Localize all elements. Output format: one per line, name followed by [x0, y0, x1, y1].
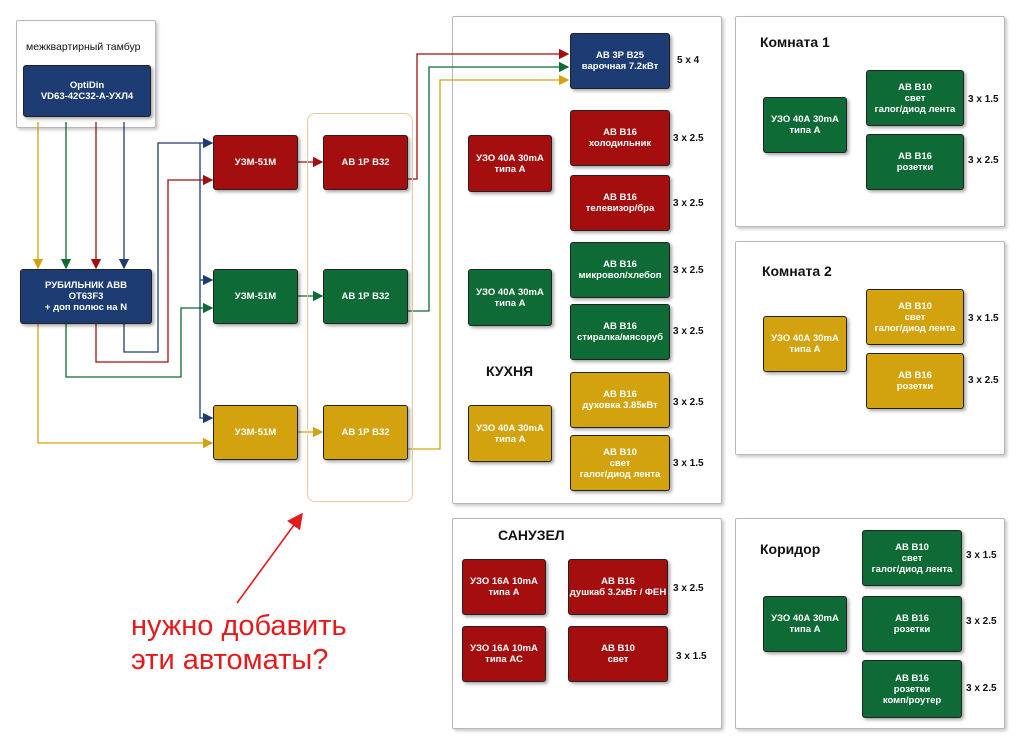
kitchen-breaker-5: АВ В16 духовка 3.85кВт: [570, 372, 670, 428]
kitchen-cable-3: 3 x 2.5: [673, 265, 704, 276]
wire-yellow-uzm: [37, 322, 214, 449]
wire-blue-vertical: [199, 143, 214, 424]
kitchen-stove-breaker: АВ 3Р В25 варочная 7.2кВт: [570, 33, 670, 89]
kitchen-cable-6: 3 x 1.5: [673, 458, 704, 469]
corridor-breaker-3: АВ В16 розетки комп/роутер: [862, 660, 962, 718]
room2-breaker-2: АВ В16 розетки: [866, 353, 964, 409]
note-arrow: [236, 512, 303, 604]
kitchen-cable-4: 3 x 2.5: [673, 326, 704, 337]
corridor-cable-1: 3 x 1.5: [966, 550, 997, 561]
room2-breaker-1: АВ В10 свет галог/диод лента: [866, 289, 964, 345]
kitchen-breaker-2: АВ В16 телевизор/бра: [570, 175, 670, 231]
corridor-breaker-2: АВ В16 розетки: [862, 596, 962, 652]
room1-breaker-2: АВ В16 розетки: [866, 134, 964, 190]
bath-cable-1: 3 x 2.5: [673, 583, 704, 594]
tambur-label: межквартирный тамбур: [26, 41, 141, 53]
bath-breaker-2: АВ В10 свет: [568, 626, 668, 682]
corridor-cable-3: 3 x 2.5: [966, 683, 997, 694]
main-switch: РУБИЛЬНИК ABB OT63F3 + доп полюс на N: [20, 269, 152, 324]
kitchen-title: КУХНЯ: [486, 363, 534, 379]
tambur-device: OptiDin VD63-42C32-A-УХЛ4: [23, 65, 151, 117]
bath-title: САНУЗЕЛ: [498, 527, 565, 543]
kitchen-cable-5: 3 x 2.5: [673, 397, 704, 408]
question-note: нужно добавить эти автоматы?: [131, 610, 347, 676]
room2-cable-1: 3 x 1.5: [968, 313, 999, 324]
av32-red: АВ 1Р В32: [323, 135, 408, 190]
kitchen-breaker-4: АВ В16 стиралка/мясоруб: [570, 304, 670, 360]
room1-rcd: УЗО 40А 30mA типа А: [763, 97, 847, 153]
kitchen-breaker-1: АВ В16 холодильник: [570, 110, 670, 166]
bath-rcd-1: УЗО 16А 10mA типа А: [462, 559, 546, 615]
corridor-rcd: УЗО 40А 30mA типа А: [763, 596, 847, 652]
kitchen-rcd-green: УЗО 40А 30mA типа А: [468, 269, 552, 326]
kitchen-cable-2: 3 x 2.5: [673, 198, 704, 209]
uzm-yellow: УЗМ-51М: [213, 405, 298, 460]
room1-cable-2: 3 x 2.5: [968, 155, 999, 166]
room2-title: Комната 2: [762, 263, 832, 279]
kitchen-rcd-yellow: УЗО 40А 30mA типа А: [468, 405, 552, 462]
bath-cable-2: 3 x 1.5: [676, 651, 707, 662]
bath-breaker-1: АВ В16 душкаб 3.2кВт / ФЕН: [568, 559, 668, 615]
room1-title: Комната 1: [760, 34, 830, 50]
kitchen-cable-1: 3 x 2.5: [673, 133, 704, 144]
corridor-breaker-1: АВ В10 свет галог/диод лента: [862, 530, 962, 586]
bath-panel: [452, 518, 722, 729]
bath-rcd-2: УЗО 16А 10mA типа АС: [462, 626, 546, 682]
kitchen-stove-cable: 5 x 4: [677, 55, 700, 66]
room1-cable-1: 3 x 1.5: [968, 94, 999, 105]
kitchen-breaker-6: АВ В10 свет галог/диод лента: [570, 435, 670, 491]
uzm-green: УЗМ-51М: [213, 269, 298, 324]
av32-green: АВ 1Р В32: [323, 269, 408, 324]
kitchen-breaker-3: АВ В16 микровол/хлебоп: [570, 242, 670, 298]
room2-cable-2: 3 x 2.5: [968, 375, 999, 386]
room1-breaker-1: АВ В10 свет галог/диод лента: [866, 70, 964, 126]
uzm-red: УЗМ-51М: [213, 135, 298, 190]
room2-rcd: УЗО 40А 30mA типа А: [763, 316, 847, 372]
corridor-title: Коридор: [760, 541, 821, 557]
av32-yellow: АВ 1Р В32: [323, 405, 408, 460]
kitchen-rcd-red: УЗО 40А 30mA типа А: [468, 135, 552, 192]
corridor-cable-2: 3 x 2.5: [966, 616, 997, 627]
